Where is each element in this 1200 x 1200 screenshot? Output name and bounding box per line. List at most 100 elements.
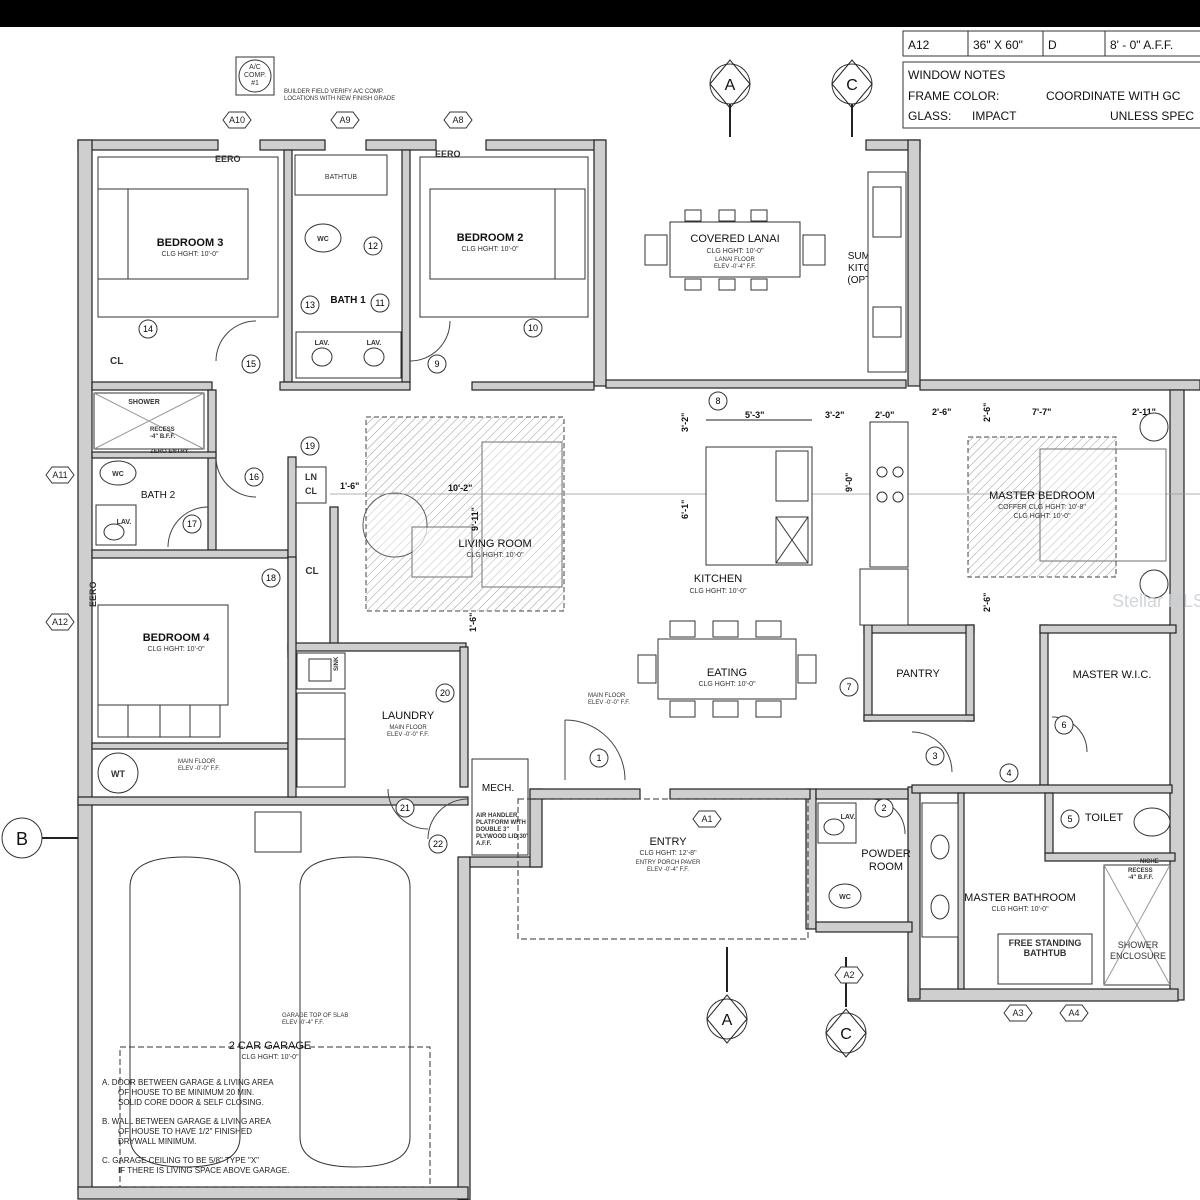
laundry-elev: ELEV -0'-0" F.F. bbox=[387, 732, 429, 738]
svg-text:17: 17 bbox=[187, 519, 197, 529]
svg-text:4: 4 bbox=[1006, 768, 1011, 778]
bedroom-4-label: BEDROOM 4 bbox=[143, 632, 211, 644]
window-notes: WINDOW NOTES FRAME COLOR: COORDINATE WIT… bbox=[902, 61, 1200, 129]
entry: ENTRY CLG HGHT: 12'-8" ENTRY PORCH PAVER… bbox=[517, 798, 809, 940]
lanai-clg: CLG HGHT: 10'-0" bbox=[706, 248, 764, 255]
ac-line2: COMP. bbox=[244, 72, 266, 79]
bedroom-4-clg: CLG HGHT: 10'-0" bbox=[147, 646, 205, 653]
bathtub-label: BATHTUB bbox=[325, 174, 357, 181]
two-car-garage: 2 CAR GARAGE CLG HGHT: 10'-0" GARAGE TOP… bbox=[119, 811, 431, 1188]
living-room: LIVING ROOM CLG HGHT: 10'-0" 10'-2" 9'-1… bbox=[330, 416, 1200, 632]
dim-kitchen-5: 6'-1" bbox=[680, 500, 690, 519]
section-a-label-bottom: A bbox=[722, 1012, 733, 1029]
frame-value: COORDINATE WITH GC bbox=[1046, 89, 1181, 103]
section-marker-b: B bbox=[1, 817, 78, 859]
bath-2: SHOWER RECESS -4" B.F.F. ZERO ENTRY WC B… bbox=[93, 392, 205, 546]
eero-label-3: EERO bbox=[88, 581, 98, 607]
door-tag-10: 10 bbox=[523, 318, 543, 338]
dim-master-4: 2'-6" bbox=[982, 403, 992, 422]
lav-label-2: LAV. bbox=[367, 340, 382, 347]
svg-text:A3: A3 bbox=[1012, 1008, 1023, 1018]
section-marker-c-top: C bbox=[831, 59, 873, 137]
linen-closets: LN CL CL bbox=[295, 466, 327, 577]
wc-label: WC bbox=[317, 236, 329, 243]
lanai-floor: LANAI FLOOR bbox=[715, 257, 755, 263]
dim-living-depth: 9'-11" bbox=[470, 507, 480, 531]
door-tag-7: 7 bbox=[839, 677, 859, 697]
svg-text:A2: A2 bbox=[843, 970, 854, 980]
door-tag-22: 22 bbox=[428, 834, 448, 854]
section-b-label: B bbox=[16, 829, 28, 849]
dim-master-1: 2'-6" bbox=[932, 407, 951, 417]
recess-label: RECESS bbox=[150, 427, 175, 433]
schedule-size: 36" X 60" bbox=[973, 38, 1023, 52]
ac-compressor: A/C COMP. #1 BUILDER FIELD VERIFY A/C CO… bbox=[235, 56, 395, 102]
tub-label-2: BATHTUB bbox=[1024, 948, 1067, 958]
frame-label: FRAME COLOR: bbox=[908, 89, 999, 103]
svg-text:20: 20 bbox=[440, 688, 450, 698]
svg-text:19: 19 bbox=[305, 441, 315, 451]
living-room-clg: CLG HGHT: 10'-0" bbox=[466, 552, 524, 559]
niche-depth: -4" B.F.F. bbox=[1128, 875, 1154, 881]
watermark: Stellar MLS bbox=[1112, 591, 1200, 611]
entry-clg: CLG HGHT: 12'-8" bbox=[639, 850, 697, 857]
garage-note-a3: SOLID CORE DOOR & SELF CLOSING. bbox=[118, 1098, 264, 1107]
svg-text:12: 12 bbox=[368, 241, 378, 251]
window-schedule-row: A12 36" X 60" D 8' - 0" A.F.F. bbox=[902, 30, 1200, 57]
eating-area: EATING CLG HGHT: 10'-0" MAIN FLOOR ELEV … bbox=[588, 620, 817, 718]
garage-note-b1: B. WALL BETWEEN GARAGE & LIVING AREA bbox=[102, 1117, 271, 1126]
door-tags: 1 2 3 4 5 6 7 8 9 10 11 12 13 14 15 16 1… bbox=[138, 236, 1080, 854]
main-floor-label: MAIN FLOOR bbox=[178, 759, 216, 765]
section-c-label-bottom: C bbox=[840, 1026, 852, 1043]
window-tag-a2: A2 bbox=[834, 966, 864, 984]
master-bathroom-clg: CLG HGHT: 10'-0" bbox=[991, 906, 1049, 913]
window-tag-a10: A10 bbox=[222, 111, 252, 129]
laundry: SINK LAUNDRY MAIN FLOOR ELEV -0'-0" F.F. bbox=[296, 652, 435, 788]
water-heater-label: WT bbox=[111, 769, 125, 779]
bedroom-3-clg: CLG HGHT: 10'-0" bbox=[161, 251, 219, 258]
kitchen-clg: CLG HGHT: 10'-0" bbox=[689, 588, 747, 595]
dim-living-width: 10'-2" bbox=[448, 483, 472, 493]
window-tag-a1: A1 bbox=[692, 810, 722, 828]
mech-note-5: A.F.F. bbox=[476, 841, 492, 847]
door-tag-8: 8 bbox=[708, 391, 728, 411]
garage-elev: ELEV -0'-4" F.F. bbox=[282, 1020, 324, 1026]
eero-label: EERO bbox=[215, 154, 241, 164]
dim-master-3: 2'-11" bbox=[1132, 407, 1156, 417]
svg-text:2: 2 bbox=[881, 803, 886, 813]
glass-label: GLASS: bbox=[908, 109, 951, 123]
bath-2-label: BATH 2 bbox=[141, 490, 176, 501]
shower-enclosure-label: SHOWER bbox=[1118, 940, 1159, 950]
dim-kitchen-1: 5'-3" bbox=[745, 410, 764, 420]
garage-label: 2 CAR GARAGE bbox=[229, 1040, 312, 1052]
lanai-label: COVERED LANAI bbox=[690, 233, 779, 245]
bedroom-4: BEDROOM 4 CLG HGHT: 10'-0" EERO bbox=[88, 581, 229, 738]
master-bedroom: MASTER BEDROOM COFFER CLG HGHT: 10'-8" C… bbox=[932, 403, 1169, 612]
powder-wc-label: WC bbox=[839, 894, 851, 901]
dim-kitchen-2: 3'-2" bbox=[825, 410, 844, 420]
dim-master-2: 7'-7" bbox=[1032, 407, 1051, 417]
pantry-label: PANTRY bbox=[896, 668, 940, 680]
door-tag-17: 17 bbox=[182, 514, 202, 534]
svg-text:A1: A1 bbox=[701, 814, 712, 824]
dim-living-offset-2: 1'-6" bbox=[468, 613, 478, 632]
door-tag-6: 6 bbox=[1054, 715, 1074, 735]
svg-text:A9: A9 bbox=[339, 115, 350, 125]
ac-line1: A/C bbox=[249, 64, 261, 71]
bedroom-3: BEDROOM 3 CLG HGHT: 10'-0" EERO CL bbox=[97, 154, 279, 367]
powder-room: LAV. WC POWDER ROOM bbox=[817, 802, 911, 909]
exterior-walls bbox=[77, 139, 1200, 1200]
mech-note-2: PLATFORM WITH bbox=[476, 820, 526, 826]
master-bathroom-label: MASTER BATHROOM bbox=[964, 892, 1076, 904]
svg-text:7: 7 bbox=[846, 682, 851, 692]
linen-cl-label: CL bbox=[305, 486, 317, 496]
svg-text:A12: A12 bbox=[52, 617, 68, 627]
master-wic-label: MASTER W.I.C. bbox=[1073, 669, 1152, 681]
svg-text:10: 10 bbox=[528, 323, 538, 333]
bath-1-label: BATH 1 bbox=[330, 295, 366, 306]
door-tag-15: 15 bbox=[241, 354, 261, 374]
section-marker-a-bottom: A bbox=[706, 947, 748, 1044]
svg-text:14: 14 bbox=[143, 324, 153, 334]
door-tag-14: 14 bbox=[138, 319, 158, 339]
door-tag-2: 2 bbox=[874, 798, 894, 818]
